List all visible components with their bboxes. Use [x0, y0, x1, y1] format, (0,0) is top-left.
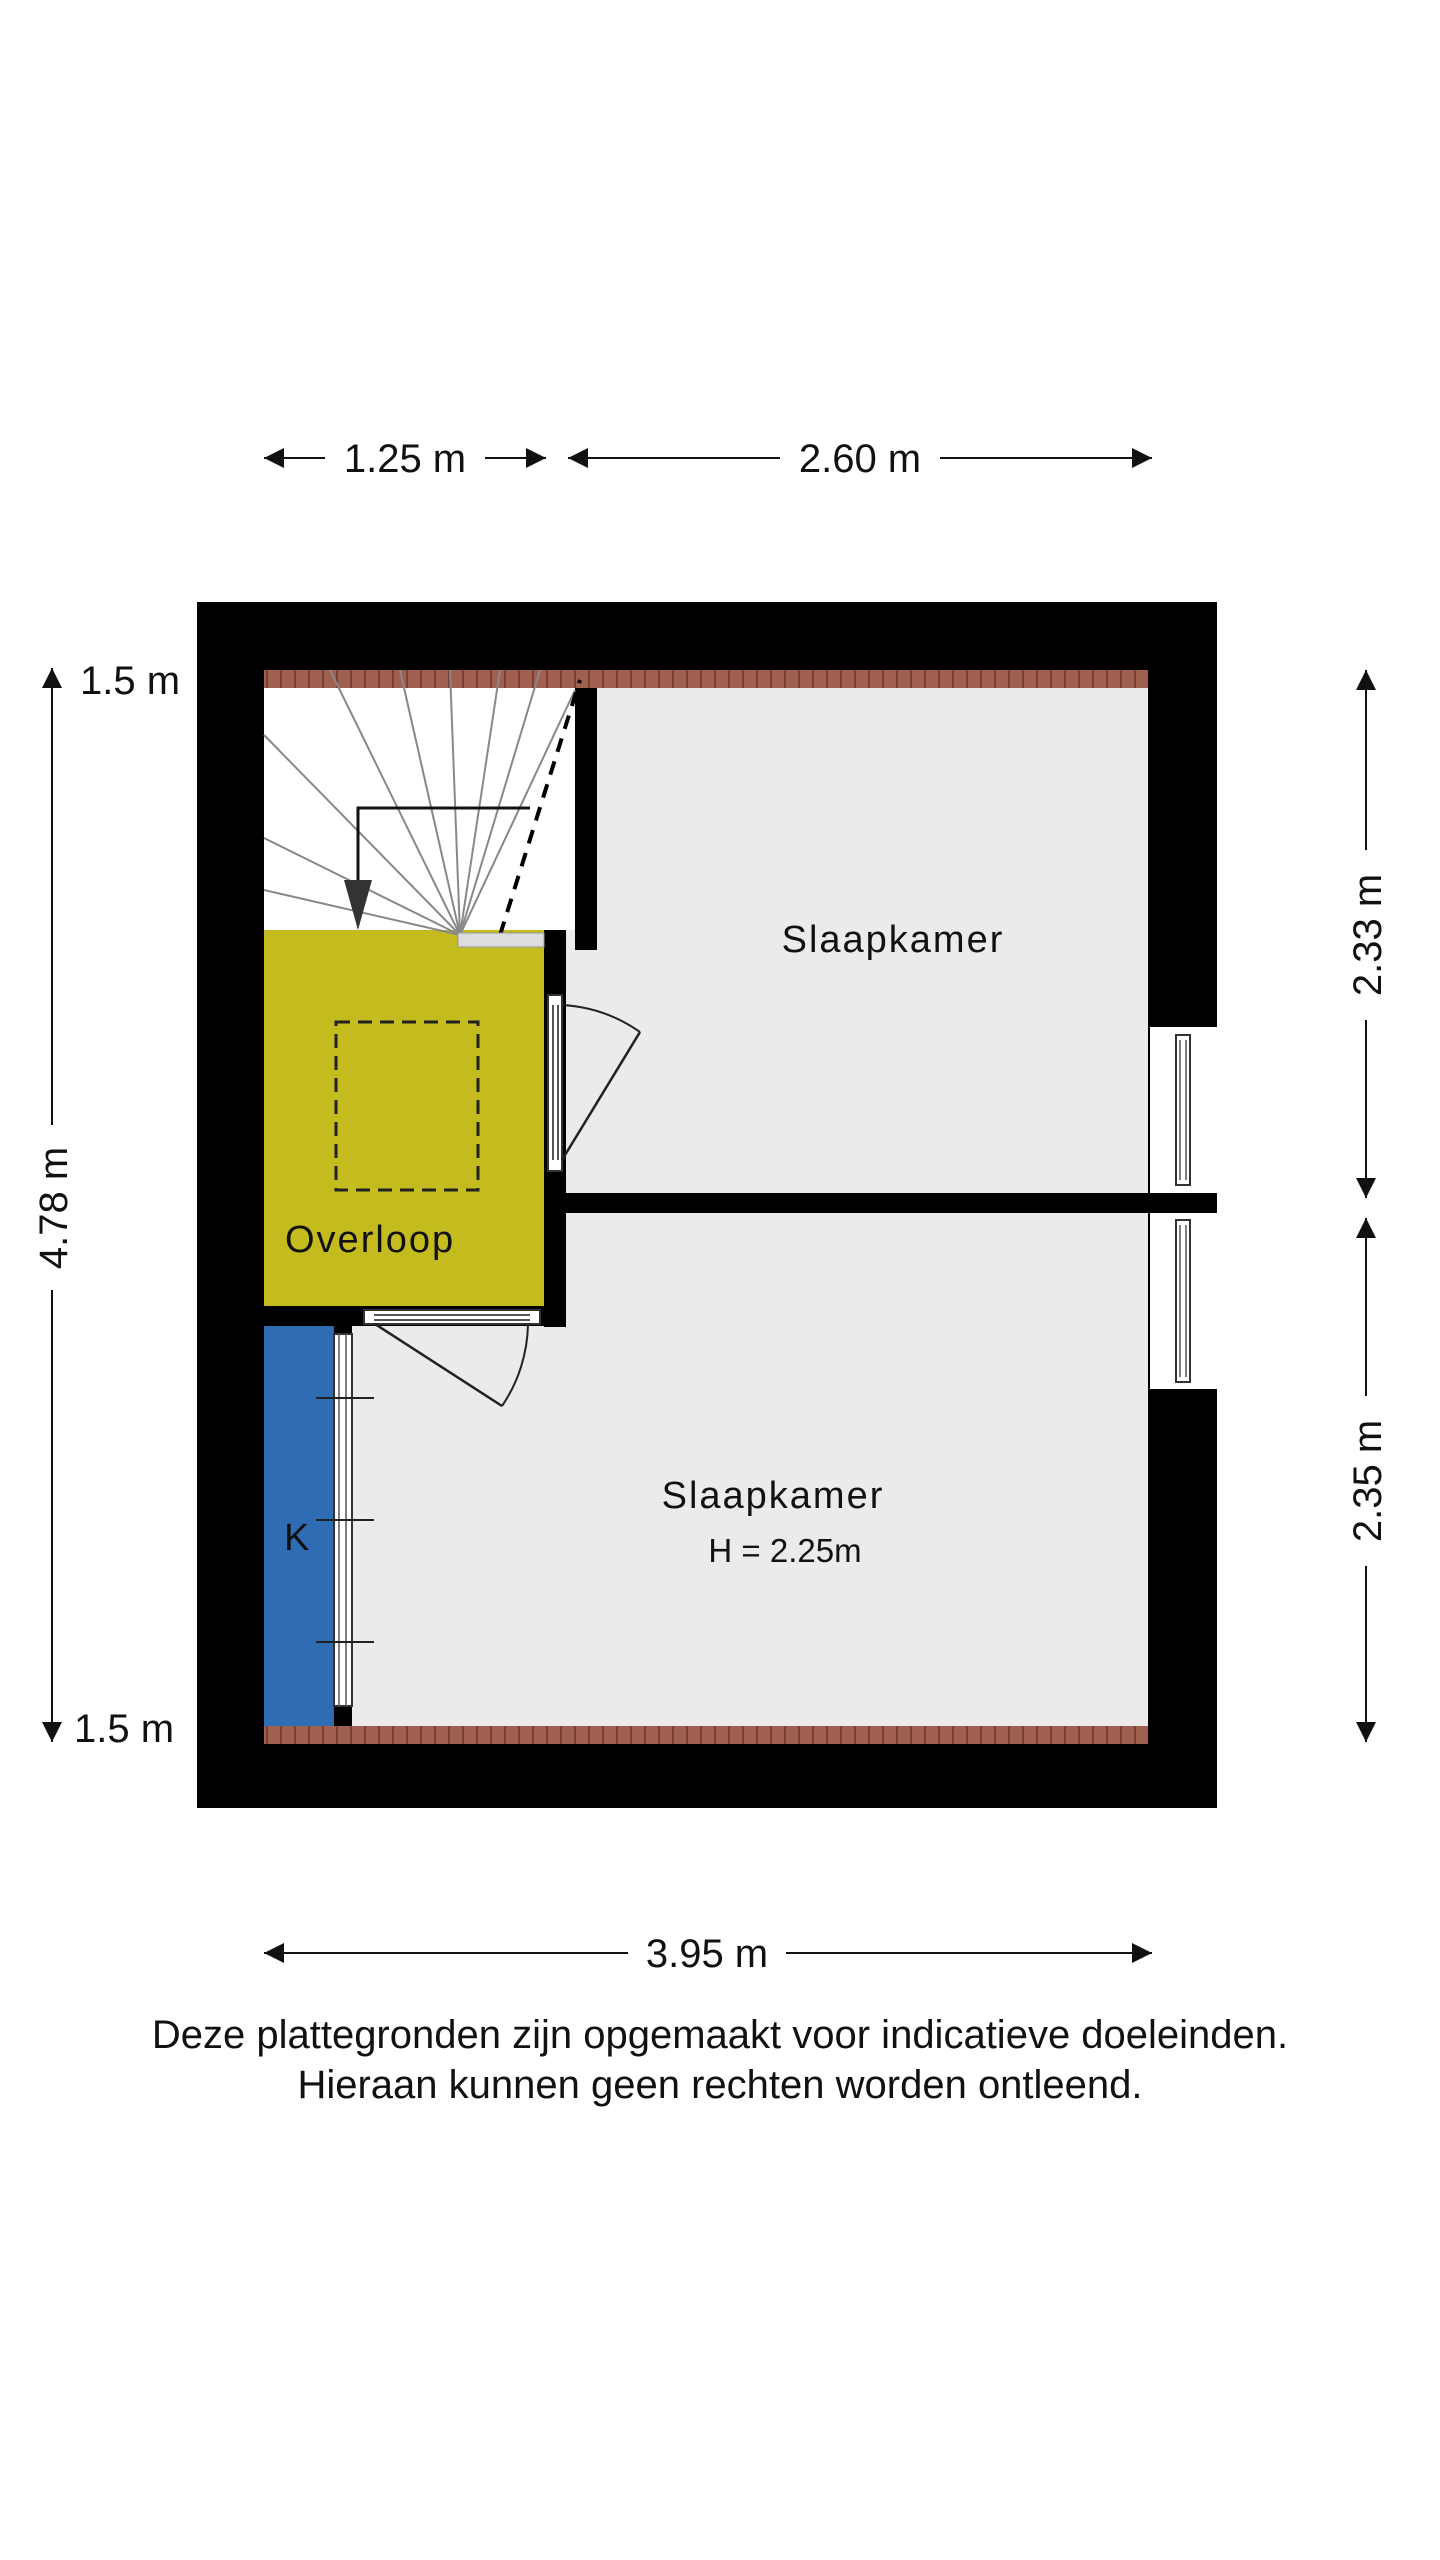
- dimension-left-total: 4.78 m: [32, 668, 76, 1742]
- svg-text:4.78 m: 4.78 m: [32, 1147, 76, 1269]
- door-bottom-bedroom-swing: [501, 1323, 529, 1407]
- stair-landing-step: [457, 932, 545, 948]
- stair-arrow-icon: [344, 880, 372, 930]
- svg-text:2.35 m: 2.35 m: [1346, 1420, 1390, 1542]
- stair-walk-line: [356, 806, 530, 885]
- roof-edge-top: [264, 670, 1148, 688]
- dimension-right-bottom: 2.35 m: [1346, 1218, 1390, 1742]
- room-label-bedroom-top: Slaapkamer: [782, 919, 1005, 961]
- door-top-bedroom-swing: [561, 1004, 641, 1033]
- attic-hatch: [334, 1020, 480, 1192]
- svg-text:1.25 m: 1.25 m: [344, 437, 466, 481]
- svg-text:3.95 m: 3.95 m: [646, 1932, 768, 1976]
- roof-edge-bottom: [264, 1726, 1148, 1744]
- svg-text:2.60 m: 2.60 m: [799, 437, 921, 481]
- dimension-left-bottom-mark: 1.5 m: [74, 1707, 174, 1751]
- dimension-left-top-mark: 1.5 m: [80, 659, 180, 703]
- landing-floor: [264, 930, 544, 1306]
- dimension-bottom-total: 3.95 m: [264, 1932, 1152, 1976]
- svg-text:2.33 m: 2.33 m: [1346, 874, 1390, 996]
- room-label-landing: Overloop: [285, 1219, 455, 1261]
- disclaimer: Deze plattegronden zijn opgemaakt voor i…: [0, 2010, 1440, 2110]
- room-label-closet: K: [284, 1517, 311, 1559]
- room-label-bedroom-bottom: Slaapkamer: [662, 1475, 885, 1517]
- disclaimer-line-1: Deze plattegronden zijn opgemaakt voor i…: [151, 2013, 1289, 2057]
- door-bottom-bedroom-frame: [363, 1309, 541, 1325]
- closet-floor: [264, 1326, 334, 1726]
- stair-dashed-line: [498, 679, 582, 936]
- dimension-top-right: 2.60 m: [568, 437, 1152, 481]
- door-top-bedroom-leaf: [560, 1031, 642, 1161]
- bedroom-top-floor: [560, 670, 1148, 1193]
- dimension-right-top: 2.33 m: [1346, 670, 1390, 1198]
- door-bottom-bedroom-leaf: [374, 1322, 503, 1408]
- stair-wall: [575, 670, 597, 950]
- room-height-label: H = 2.25m: [708, 1532, 861, 1569]
- dimension-top-left: 1.25 m: [264, 437, 546, 481]
- door-top-bedroom-frame: [547, 994, 563, 1172]
- partition-wall: [566, 1193, 1217, 1213]
- disclaimer-line-2: Hieraan kunnen geen rechten worden ontle…: [297, 2063, 1143, 2107]
